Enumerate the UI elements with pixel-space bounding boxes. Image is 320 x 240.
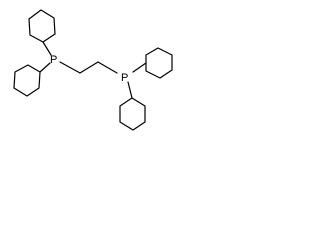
cyclohexyl-ring-upper-right: [145, 47, 173, 79]
bond-p2-ring-upper-right: [132, 62, 147, 73]
bond-linker-1: [59, 61, 81, 74]
structure-canvas: P P: [13, 9, 173, 131]
cyclohexyl-ring-lower-left: [13, 64, 41, 97]
bond-linker-3: [97, 61, 118, 74]
phosphorus-atom-left: P: [50, 54, 57, 66]
bond-linker-2: [79, 61, 99, 74]
bond-p1-ring-upper-left: [42, 41, 52, 56]
phosphorus-atom-right: P: [121, 72, 128, 84]
bond-p1-ring-lower-left: [39, 62, 51, 73]
bond-p2-ring-lower-right: [127, 81, 133, 99]
cyclohexyl-ring-lower-right: [119, 97, 146, 131]
cyclohexyl-ring-upper-left: [28, 9, 56, 43]
